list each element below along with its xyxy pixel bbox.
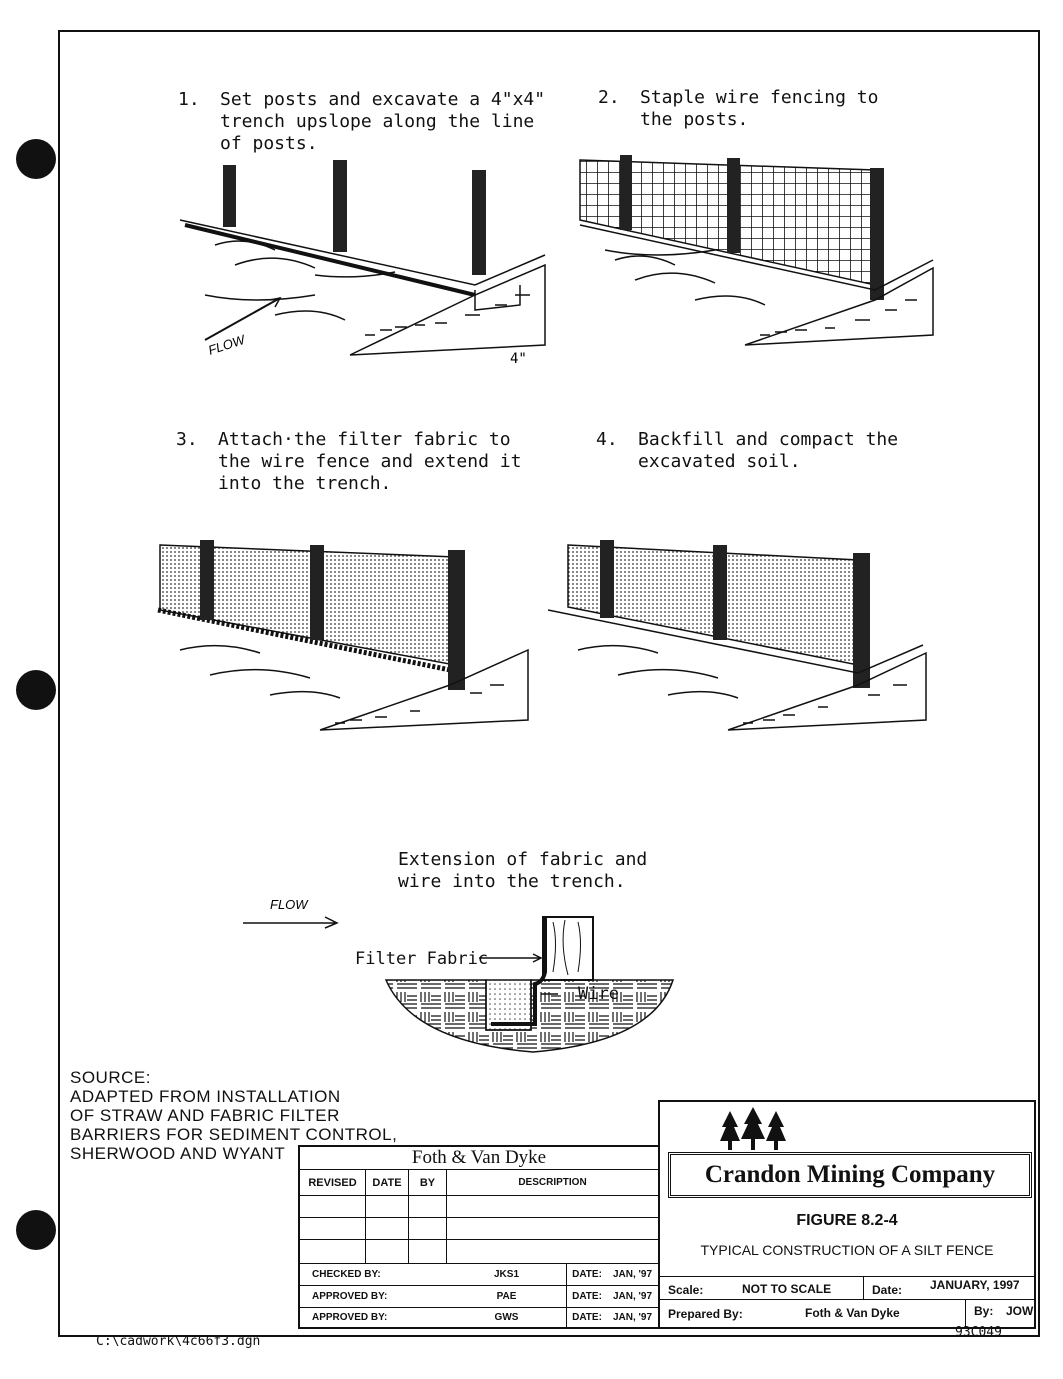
step-1: 1. Set posts and excavate a 4"x4" trench… (178, 89, 545, 155)
firm-name: Foth & Van Dyke (300, 1147, 658, 1170)
prepared-by-label: Prepared By: (668, 1307, 743, 1321)
tree-logo (720, 1107, 786, 1150)
illustration-wire-fence (579, 155, 934, 346)
binder-hole-top (16, 139, 56, 179)
approved-by-value-1: PAE (447, 1286, 567, 1308)
figure-number: FIGURE 8.2-4 (796, 1212, 898, 1229)
approved-date-label-2: DATE: (572, 1312, 602, 1323)
step-1-text: Set posts and excavate a 4"x4" trench up… (220, 89, 546, 154)
title-block: Crandon Mining Company FIGURE 8.2-4 TYPI… (658, 1100, 1036, 1329)
by-label: By: (974, 1304, 994, 1318)
binder-hole-bottom (16, 1210, 56, 1250)
date-value: JANUARY, 1997 (930, 1278, 1020, 1292)
checked-by-label: CHECKED BY: (300, 1264, 447, 1286)
flow-arrow-label: FLOW (270, 897, 309, 912)
by-value: JOW (1006, 1304, 1034, 1318)
step-2-text: Staple wire fencing to the posts. (640, 87, 879, 130)
illustration-backfill (548, 540, 927, 731)
approved-by-label-2: APPROVED BY: (312, 1312, 388, 1323)
header-description: DESCRIPTION (447, 1170, 658, 1196)
approved-by-label-1: APPROVED BY: (300, 1286, 447, 1308)
flow-arrow: FLOW (243, 897, 339, 929)
revision-row (447, 1218, 658, 1240)
header-revised: REVISED (300, 1170, 366, 1196)
step-4-number: 4. (596, 429, 618, 450)
wire-label: Wire (578, 984, 619, 1004)
revision-row (366, 1196, 409, 1218)
step-3: 3. Attach·the filter fabric to the wire … (176, 429, 521, 495)
revision-row (447, 1196, 658, 1218)
source-note: SOURCE: ADAPTED FROM INSTALLATION OF STR… (70, 1068, 398, 1163)
drawing-border (58, 30, 1040, 1337)
step-1-number: 1. (178, 89, 200, 110)
checked-date-value: JAN, '97 (607, 1264, 658, 1286)
approved-date-value-1: JAN, '97 (607, 1286, 658, 1308)
header-by: BY (409, 1170, 447, 1196)
binder-hole-middle (16, 670, 56, 710)
illustration-filter-fabric (157, 540, 529, 731)
date-label: Date: (872, 1283, 903, 1297)
step-4-text: Backfill and compact the excavated soil. (638, 429, 899, 472)
revision-block: Foth & Van Dyke REVISED DATE BY DESCRIPT… (298, 1145, 660, 1329)
step-3-text: Attach·the filter fabric to the wire fen… (218, 429, 522, 494)
approved-by-value-2: GWS (447, 1308, 567, 1327)
company-name: Crandon Mining Company (668, 1152, 1032, 1198)
step-4: 4. Backfill and compact the excavated so… (596, 429, 898, 495)
revision-row (366, 1240, 409, 1264)
checked-date-label: DATE: (567, 1264, 607, 1286)
checked-by-value: JKS1 (447, 1264, 567, 1286)
figure-title: TYPICAL CONSTRUCTION OF A SILT FENCE (700, 1242, 994, 1258)
revision-row (409, 1240, 447, 1264)
approved-date-label-1: DATE: (567, 1286, 607, 1308)
drawing-number: 93C049 (955, 1325, 1002, 1340)
revision-row (300, 1196, 366, 1218)
scale-label: Scale: (668, 1283, 704, 1297)
revision-row (300, 1218, 366, 1240)
approved-date-value-2: JAN, '97 (612, 1312, 653, 1323)
revision-row (300, 1240, 366, 1264)
revision-row (409, 1218, 447, 1240)
scale-value: NOT TO SCALE (742, 1282, 832, 1296)
revision-row (409, 1196, 447, 1218)
step-3-number: 3. (176, 429, 198, 450)
filter-fabric-label: Filter Fabric (355, 949, 489, 969)
detail-caption: Extension of fabric and wire into the tr… (398, 849, 648, 892)
dimension-label: 4" (510, 351, 527, 367)
header-date: DATE (366, 1170, 409, 1196)
illustration-posts-trench: FLOW 4" (179, 160, 546, 367)
step-2-number: 2. (598, 87, 620, 108)
trench-detail-illustration (384, 916, 675, 1053)
revision-row (447, 1240, 658, 1264)
revision-row (366, 1218, 409, 1240)
prepared-by-value: Foth & Van Dyke (805, 1306, 900, 1320)
step-2: 2. Staple wire fencing to the posts. (598, 87, 878, 153)
file-path: C:\cadwork\4c66f3.dgn (96, 1334, 261, 1349)
